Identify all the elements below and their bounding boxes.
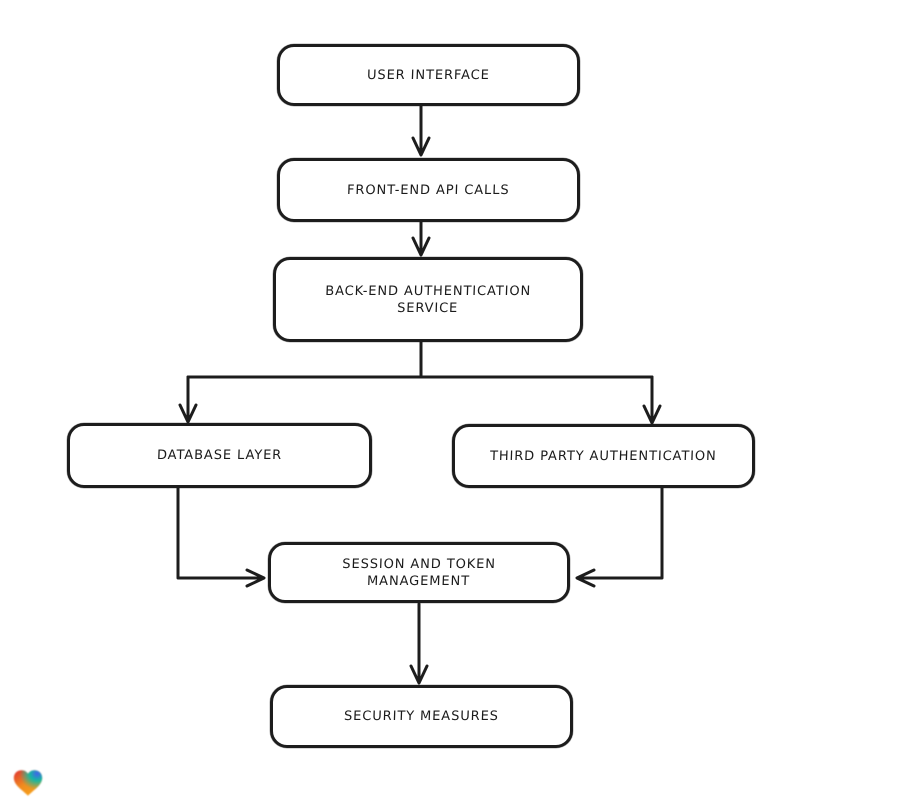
- heart-logo: [13, 770, 43, 796]
- node-label: SECURITY MEASURES: [343, 709, 500, 724]
- node-third-party-authentication: THIRD PARTY AUTHENTICATION: [452, 424, 755, 488]
- node-label: THIRD PARTY AUTHENTICATION: [489, 448, 718, 464]
- edge-database-layer-to-session-and-token-management: [176, 486, 266, 588]
- edge-third-party-authentication-to-session-and-token-management: [575, 486, 664, 588]
- node-security-measures: SECURITY MEASURES: [270, 685, 573, 748]
- edge-user-interface-to-front-end-api-calls: [411, 104, 431, 157]
- node-session-and-token-management: SESSION AND TOKEN MANAGEMENT: [268, 542, 570, 603]
- node-user-interface: USER INTERFACE: [277, 44, 580, 106]
- node-back-end-authentication-service: BACK-END AUTHENTICATION SERVICE: [273, 257, 583, 342]
- node-front-end-api-calls: FRONT-END API CALLS: [277, 158, 580, 222]
- node-label: DATABASE LAYER: [156, 448, 283, 463]
- node-database-layer: DATABASE LAYER: [67, 423, 372, 488]
- edge-back-end-authentication-service-branch: [178, 340, 662, 425]
- node-label: USER INTERFACE: [366, 67, 491, 83]
- node-label: SESSION AND TOKEN MANAGEMENT: [342, 556, 497, 589]
- edge-session-and-token-management-to-security-measures: [409, 602, 429, 685]
- node-label: BACK-END AUTHENTICATION SERVICE: [325, 283, 532, 316]
- node-label: FRONT-END API CALLS: [346, 182, 511, 198]
- edge-front-end-api-calls-to-back-end-authentication-service: [411, 220, 431, 257]
